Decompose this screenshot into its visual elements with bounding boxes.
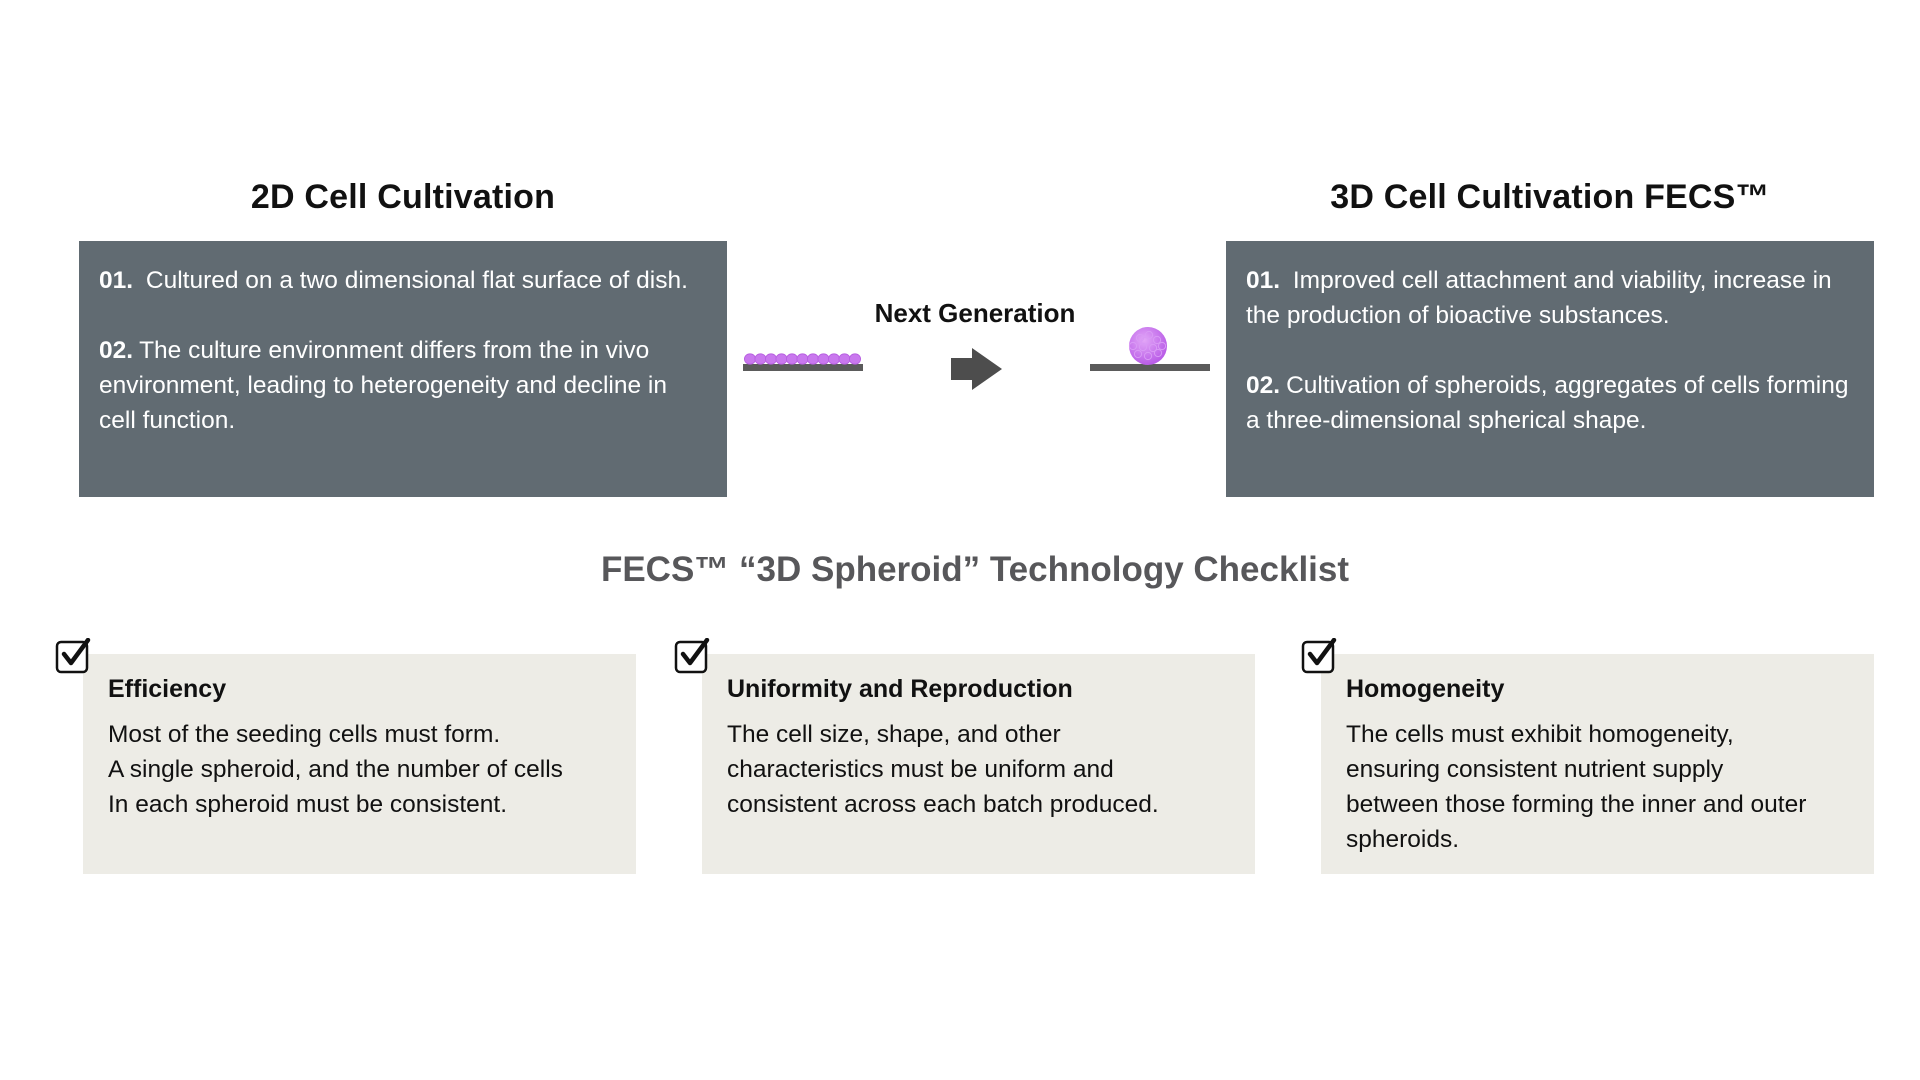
cell: [754, 353, 767, 365]
spheroid-cell: [1157, 341, 1167, 351]
checkbox-checked-icon: [674, 638, 710, 674]
cultivation-transition-diagram: [743, 327, 1210, 390]
spheroid-cell: [1138, 342, 1148, 352]
cell: [807, 353, 820, 365]
cell: [849, 353, 862, 365]
checklist-card-homogeneity: Homogeneity The cells must exhibit homog…: [1321, 654, 1874, 874]
spheroid-cell: [1140, 336, 1150, 346]
right-item-2-number: 02.: [1246, 372, 1281, 399]
checklist-card-uniformity: Uniformity and Reproduction The cell siz…: [702, 654, 1255, 874]
left-column-title: 2D Cell Cultivation: [250, 178, 556, 216]
spheroid-cell: [1148, 343, 1158, 353]
card-body: The cells must exhibit homogeneity, ensu…: [1346, 721, 1807, 853]
3d-cultivation-panel: 01. Improved cell attachment and viabili…: [1226, 241, 1874, 497]
right-item-1: 01. Improved cell attachment and viabili…: [1246, 263, 1854, 333]
left-item-1-number: 01.: [99, 267, 134, 294]
spheroid-cell: [1153, 348, 1163, 358]
left-item-2-number: 02.: [99, 337, 134, 364]
card-title: Efficiency: [108, 675, 227, 703]
3d-dish-plate: [1090, 364, 1210, 371]
cell: [828, 353, 841, 365]
cell: [838, 353, 851, 365]
card-title: Homogeneity: [1346, 675, 1505, 703]
2d-dish-plate: [743, 364, 863, 371]
flat-cells: [743, 353, 862, 365]
right-item-1-number: 01.: [1246, 267, 1281, 294]
left-item-1: 01. Cultured on a two dimensional flat s…: [99, 263, 707, 298]
spheroid-texture: [1128, 330, 1167, 361]
spheroid-layer: [1090, 327, 1210, 371]
card-body: Most of the seeding cells must form. A s…: [108, 721, 563, 818]
card-body: The cell size, shape, and other characte…: [727, 721, 1159, 818]
cell: [796, 353, 809, 365]
spheroid-cell: [1133, 349, 1143, 359]
next-generation-label: Next Generation: [874, 298, 1076, 328]
left-item-2: 02.The culture environment differs from …: [99, 333, 707, 438]
spheroid-cell: [1144, 330, 1154, 340]
cell: [775, 353, 788, 365]
right-arrow-icon: [951, 348, 1002, 390]
left-item-1-text: Cultured on a two dimensional flat surfa…: [145, 267, 688, 294]
right-item-2: 02.Cultivation of spheroids, aggregates …: [1246, 368, 1854, 438]
checkbox-checked-icon: [55, 638, 91, 674]
flat-cell-layer: [743, 353, 863, 371]
checklist-title: FECS™ “3D Spheroid” Technology Checklist: [600, 550, 1350, 589]
right-column-title: 3D Cell Cultivation FECS™: [1330, 178, 1770, 216]
cell: [817, 353, 830, 365]
checklist-card-efficiency: Efficiency Most of the seeding cells mus…: [83, 654, 636, 874]
right-item-1-text: Improved cell attachment and viability, …: [1246, 267, 1832, 329]
card-title: Uniformity and Reproduction: [727, 675, 1073, 703]
checkbox-checked-icon: [1301, 638, 1337, 674]
cell: [764, 353, 777, 365]
2d-cultivation-panel: 01. Cultured on a two dimensional flat s…: [79, 241, 727, 497]
spheroid-cell: [1143, 351, 1153, 361]
cell: [786, 353, 799, 365]
left-item-2-text: The culture environment differs from the…: [99, 337, 667, 434]
spheroid-cell: [1128, 341, 1138, 351]
cell: [743, 353, 756, 365]
spheroid-cell: [1152, 335, 1162, 345]
right-item-2-text: Cultivation of spheroids, aggregates of …: [1246, 372, 1849, 434]
